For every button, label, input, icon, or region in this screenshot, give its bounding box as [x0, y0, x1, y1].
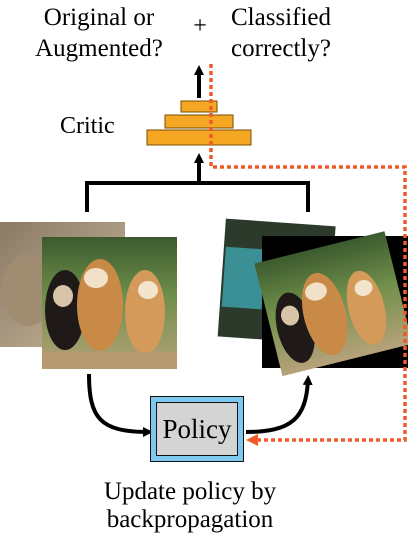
policy-label: Policy [156, 402, 238, 456]
ground [42, 352, 177, 369]
dog-black-face [53, 285, 73, 307]
critic-label: Critic [60, 113, 115, 139]
footer-line1: Update policy by [103, 478, 277, 505]
dog-right-face [138, 281, 158, 299]
augmented-images [217, 218, 408, 377]
backprop-gradient-path [209, 64, 407, 446]
critic-block [146, 100, 252, 146]
cat-shape [2, 254, 54, 326]
header-plus: + [193, 13, 207, 39]
policy-box: Policy [150, 396, 244, 462]
critic-layer-middle [164, 114, 234, 129]
original-images [0, 222, 177, 369]
header-right-line1: Classified [231, 4, 331, 31]
header-left-line1: Original or [43, 4, 155, 31]
dog-middle-face [84, 268, 108, 288]
aug-dog-right-face [354, 279, 373, 297]
policy-to-augmented-arrow [245, 375, 313, 434]
images-to-critic-connector [85, 181, 310, 212]
augmented-back-tint [221, 246, 266, 310]
aug-dog-black-face [280, 305, 300, 326]
footer-caption: Update policy by backpropagation [40, 478, 340, 534]
critic-layer-top [180, 100, 218, 113]
header-left-line2: Augmented? [35, 35, 163, 62]
original-to-policy-arrow [87, 373, 153, 437]
footer-line2: backpropagation [106, 506, 274, 533]
header-original-augmented: Original or Augmented? [6, 2, 192, 64]
header-classified-correctly: Classified correctly? [206, 2, 356, 64]
aug-dog-middle-face [305, 282, 327, 301]
critic-layer-bottom [146, 129, 252, 146]
header-right-line2: correctly? [231, 35, 331, 62]
